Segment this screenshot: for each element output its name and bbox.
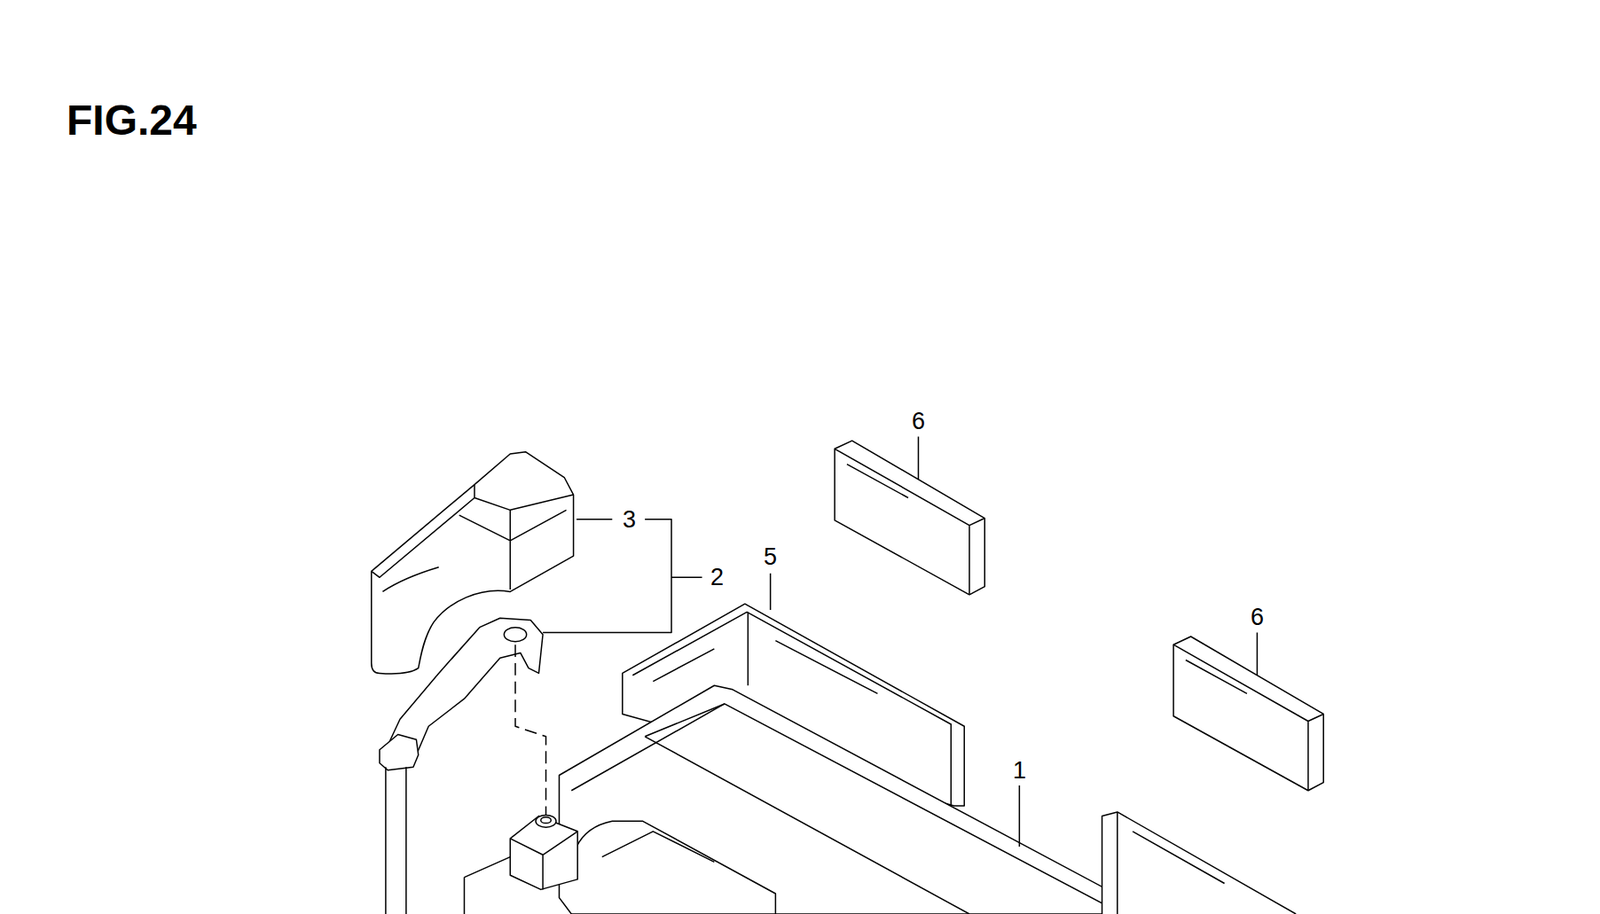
figure-title: FIG.24 xyxy=(66,99,197,142)
callout-number: 5 xyxy=(761,545,779,570)
callout-number: 3 xyxy=(620,508,638,533)
callout-number: 2 xyxy=(708,565,726,590)
callout-number: 6 xyxy=(909,409,927,434)
callout-number: 1 xyxy=(1011,759,1028,784)
callout-number: 6 xyxy=(1248,605,1266,630)
